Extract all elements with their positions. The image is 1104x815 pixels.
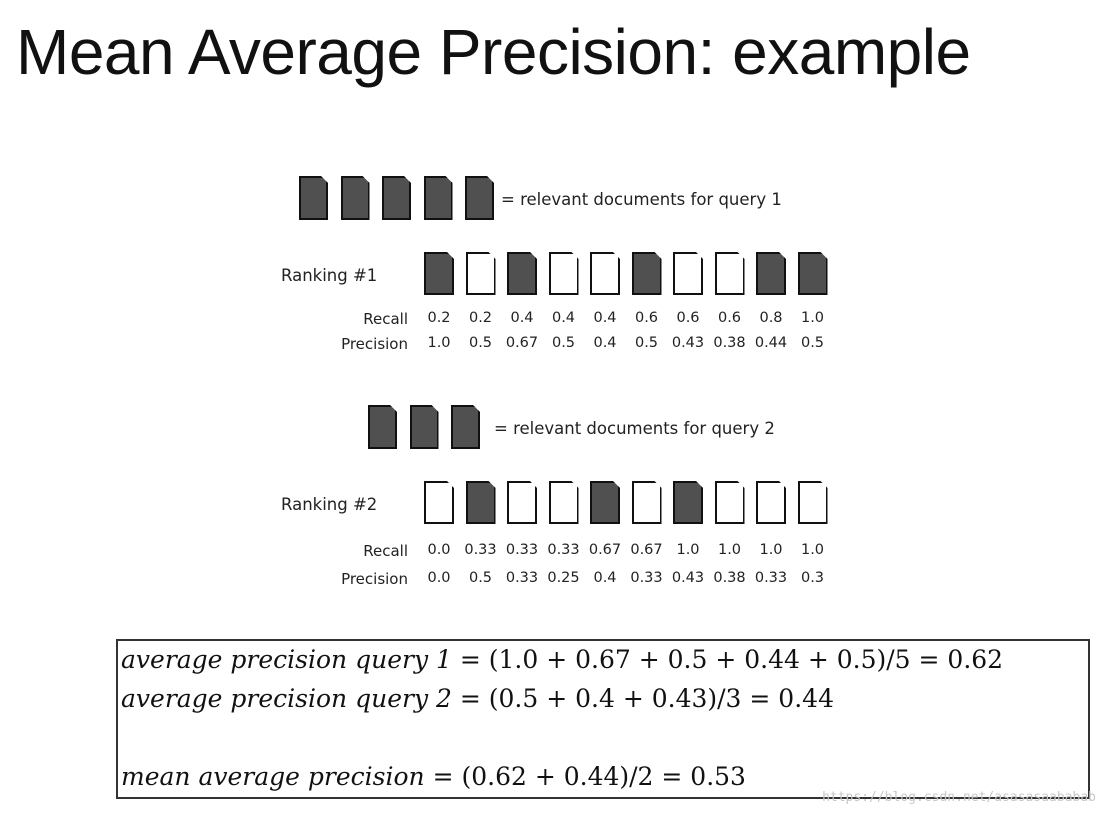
ranking2-precision-value: 0.33: [754, 570, 788, 586]
map-formula: mean average precision = (0.62 + 0.44)/2…: [121, 762, 746, 791]
query1-legend-text: = relevant documents for query 1: [501, 190, 782, 209]
query1-legend-relevant-doc: [424, 176, 453, 220]
ranking2-recall-value: 0.33: [464, 542, 497, 558]
page-title: Mean Average Precision: example: [16, 16, 971, 88]
ranking1-nonrelevant-doc: [673, 252, 703, 295]
ap-query1-expression: = (1.0 + 0.67 + 0.5 + 0.44 + 0.5)/5 = 0.…: [459, 645, 1004, 674]
ranking1-precision-value: 0.5: [634, 335, 659, 351]
ranking2-recall-value: 0.33: [547, 542, 580, 558]
ap-query2-label: average precision query 2: [121, 684, 452, 713]
ranking2-relevant-doc: [590, 481, 620, 524]
ranking2-recall-value: 1.0: [676, 542, 700, 558]
ranking1-precision-value: 0.67: [505, 335, 539, 351]
ranking1-relevant-doc: [424, 252, 454, 295]
ranking1-recall-value: 0.4: [510, 310, 534, 326]
query1-legend-relevant-doc: [341, 176, 370, 220]
ranking1-recall-value: 0.2: [427, 310, 451, 326]
ranking2-recall-value: 0.67: [588, 542, 622, 558]
ranking2-recall-value: 1.0: [759, 542, 783, 558]
ranking2-nonrelevant-doc: [507, 481, 537, 524]
ranking1-recall-value: 0.2: [468, 310, 493, 326]
ranking2-nonrelevant-doc: [632, 481, 662, 524]
ranking2-nonrelevant-doc: [798, 481, 828, 524]
query2-legend-relevant-doc: [451, 405, 480, 449]
ranking2-precision-value: 0.25: [547, 570, 580, 586]
ranking1-precision-value: 0.5: [551, 335, 576, 351]
ranking2-precision-value: 0.43: [671, 570, 705, 586]
ranking2-label: Ranking #2: [281, 495, 378, 514]
ranking1-recall-value: 0.4: [593, 310, 617, 326]
query2-legend-relevant-doc: [410, 405, 439, 449]
query1-legend-relevant-doc: [299, 176, 328, 220]
ranking2-precision-value: 0.38: [713, 570, 746, 586]
ranking2-relevant-doc: [673, 481, 703, 524]
ap-query1-formula: average precision query 1 = (1.0 + 0.67 …: [121, 645, 1003, 674]
ranking1-precision-value: 0.43: [671, 335, 705, 351]
ranking2-precision-value: 0.33: [630, 570, 663, 586]
ranking2-precision-value: 0.33: [505, 570, 539, 586]
ranking2-nonrelevant-doc: [424, 481, 454, 524]
ranking2-precision-value: 0.4: [593, 570, 617, 586]
ranking1-nonrelevant-doc: [466, 252, 496, 295]
query2-legend-relevant-doc: [368, 405, 397, 449]
ranking2-recall-value: 1.0: [800, 542, 825, 558]
ap-query2-formula: average precision query 2 = (0.5 + 0.4 +…: [121, 684, 834, 713]
ranking1-precision-value: 0.5: [800, 335, 825, 351]
ranking2-precision-value: 0.0: [427, 570, 451, 586]
ranking2-precision-value: 0.5: [468, 570, 493, 586]
ranking1-precision-value: 1.0: [427, 335, 451, 351]
ranking1-nonrelevant-doc: [590, 252, 620, 295]
ranking1-precision-value: 0.38: [713, 335, 746, 351]
query1-legend-relevant-doc: [465, 176, 494, 220]
ranking1-precision-value: 0.4: [593, 335, 617, 351]
ranking1-label: Ranking #1: [281, 266, 378, 285]
ranking2-precision-label: Precision: [341, 570, 408, 588]
map-label: mean average precision: [121, 762, 425, 791]
ap-query2-expression: = (0.5 + 0.4 + 0.43)/3 = 0.44: [459, 684, 834, 713]
ranking1-nonrelevant-doc: [715, 252, 745, 295]
ranking1-recall-value: 0.6: [717, 310, 742, 326]
ranking1-precision-label: Precision: [341, 335, 408, 353]
query1-legend-relevant-doc: [382, 176, 411, 220]
ranking1-recall-value: 0.4: [551, 310, 576, 326]
ranking1-recall-value: 0.6: [676, 310, 700, 326]
ranking2-recall-value: 0.67: [630, 542, 663, 558]
map-expression: = (0.62 + 0.44)/2 = 0.53: [432, 762, 746, 791]
query2-legend-text: = relevant documents for query 2: [494, 419, 775, 438]
ranking2-nonrelevant-doc: [715, 481, 745, 524]
ranking2-nonrelevant-doc: [549, 481, 579, 524]
ranking2-recall-label: Recall: [363, 542, 408, 560]
ranking1-precision-value: 0.5: [468, 335, 493, 351]
ranking2-recall-value: 0.0: [427, 542, 451, 558]
ranking2-recall-value: 0.33: [505, 542, 539, 558]
ranking2-precision-value: 0.3: [800, 570, 825, 586]
ranking1-recall-value: 1.0: [800, 310, 825, 326]
ranking1-relevant-doc: [798, 252, 828, 295]
ranking1-relevant-doc: [632, 252, 662, 295]
ranking1-precision-value: 0.44: [754, 335, 788, 351]
ranking1-recall-label: Recall: [363, 310, 408, 328]
ranking1-relevant-doc: [756, 252, 786, 295]
ranking2-recall-value: 1.0: [717, 542, 742, 558]
ranking1-nonrelevant-doc: [549, 252, 579, 295]
ranking2-nonrelevant-doc: [756, 481, 786, 524]
ranking1-recall-value: 0.6: [634, 310, 659, 326]
watermark: https://blog.csdn.net/asasasaababab: [822, 790, 1096, 805]
ranking1-recall-value: 0.8: [759, 310, 783, 326]
ranking1-relevant-doc: [507, 252, 537, 295]
formula-box: average precision query 1 = (1.0 + 0.67 …: [116, 639, 1090, 799]
ranking2-relevant-doc: [466, 481, 496, 524]
ap-query1-label: average precision query 1: [121, 645, 452, 674]
